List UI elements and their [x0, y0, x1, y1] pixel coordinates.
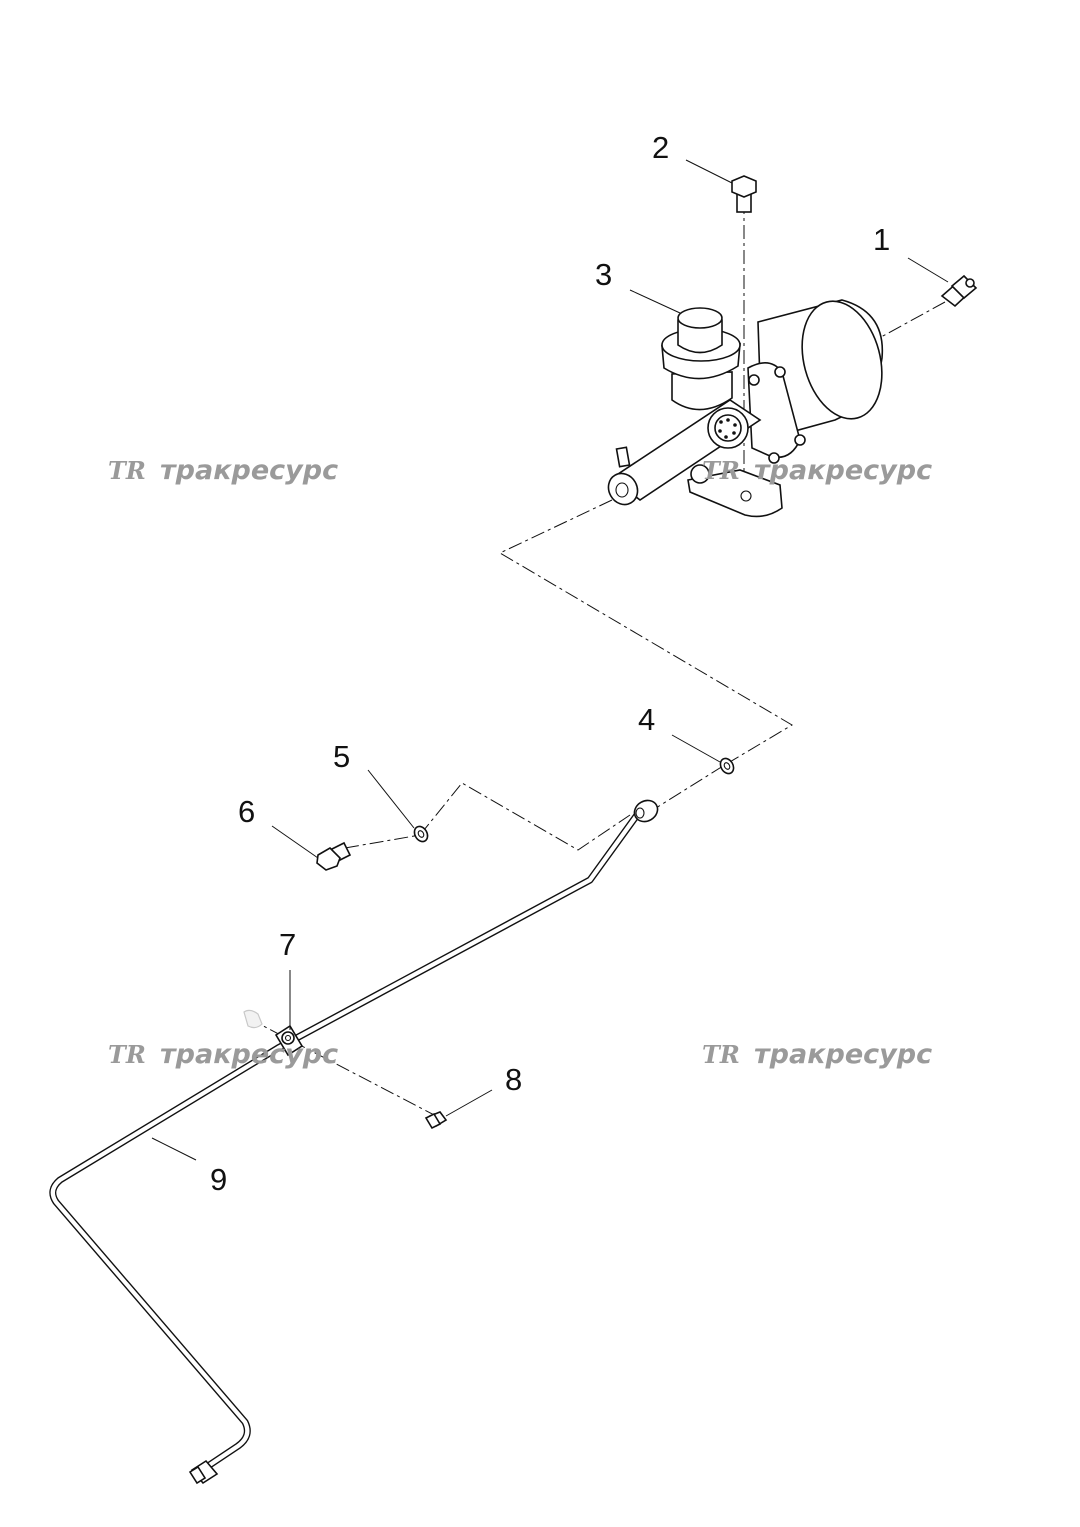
banjo-bolt: [316, 841, 352, 871]
clip-bolt: [424, 1111, 448, 1130]
callout-5: 5: [333, 739, 350, 774]
callout-1: 1: [873, 222, 890, 257]
watermark-logo: TR: [702, 1040, 740, 1069]
watermark-text: тракресурс: [754, 1039, 932, 1070]
washer-4: [719, 757, 735, 775]
callout-4: 4: [638, 702, 655, 737]
callout-8: 8: [505, 1062, 522, 1097]
watermark-logo: TR: [108, 1040, 146, 1069]
leader-lines: [151, 159, 949, 1161]
master-cylinder-assembly: [607, 299, 884, 518]
watermark-bottom-left: TR тракресурс: [108, 1039, 338, 1070]
fitting: [940, 274, 978, 308]
watermark-logo: TR: [702, 456, 740, 485]
bolt-top: [731, 175, 757, 213]
callout-6: 6: [238, 794, 255, 829]
callout-2: 2: [652, 130, 669, 165]
watermark-top-right: TR тракресурс: [702, 455, 932, 486]
callout-labels: 1 2 3 4 5 6 7 8 9: [210, 130, 890, 1197]
watermark-text: тракресурс: [754, 455, 932, 486]
watermark-text: тракресурс: [160, 455, 338, 486]
brake-pipe: [49, 799, 659, 1485]
callout-3: 3: [595, 257, 612, 292]
pipe-clip: [243, 1009, 304, 1057]
callout-7: 7: [279, 927, 296, 962]
watermark-logo: TR: [108, 456, 146, 485]
watermark-bottom-right: TR тракресурс: [702, 1039, 932, 1070]
callout-9: 9: [210, 1162, 227, 1197]
watermark-text: тракресурс: [160, 1039, 338, 1070]
watermark-top-left: TR тракресурс: [108, 455, 338, 486]
washer-5: [413, 825, 429, 843]
